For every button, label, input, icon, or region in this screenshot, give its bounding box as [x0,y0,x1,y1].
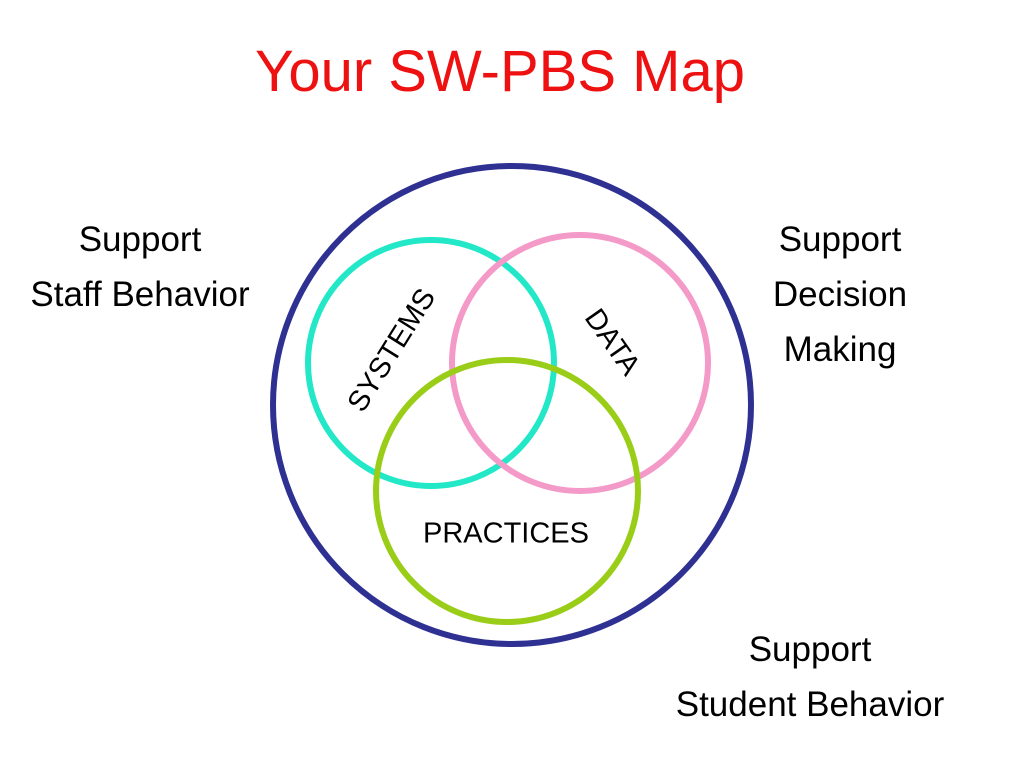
data-label: DATA [578,303,646,382]
outer-circle [270,163,754,647]
label-support-staff-behavior: Support Staff Behavior [0,212,280,322]
systems-label: SYSTEMS [342,283,443,417]
label-support-student-behavior: Support Student Behavior [640,622,980,732]
label-line: Staff Behavior [30,275,250,314]
label-support-decision-making: Support Decision Making [740,212,940,377]
systems-circle [305,237,557,489]
label-line: Student Behavior [675,685,945,724]
practices-label: PRACTICES [423,518,589,550]
label-line: Support [748,630,872,669]
label-line: Support [778,220,902,259]
label-line: Support [78,220,202,259]
label-line: Making [783,330,897,369]
data-circle [449,232,711,494]
page-title: Your SW-PBS Map [255,39,745,104]
label-line: Decision [772,275,908,314]
practices-circle [373,357,641,625]
